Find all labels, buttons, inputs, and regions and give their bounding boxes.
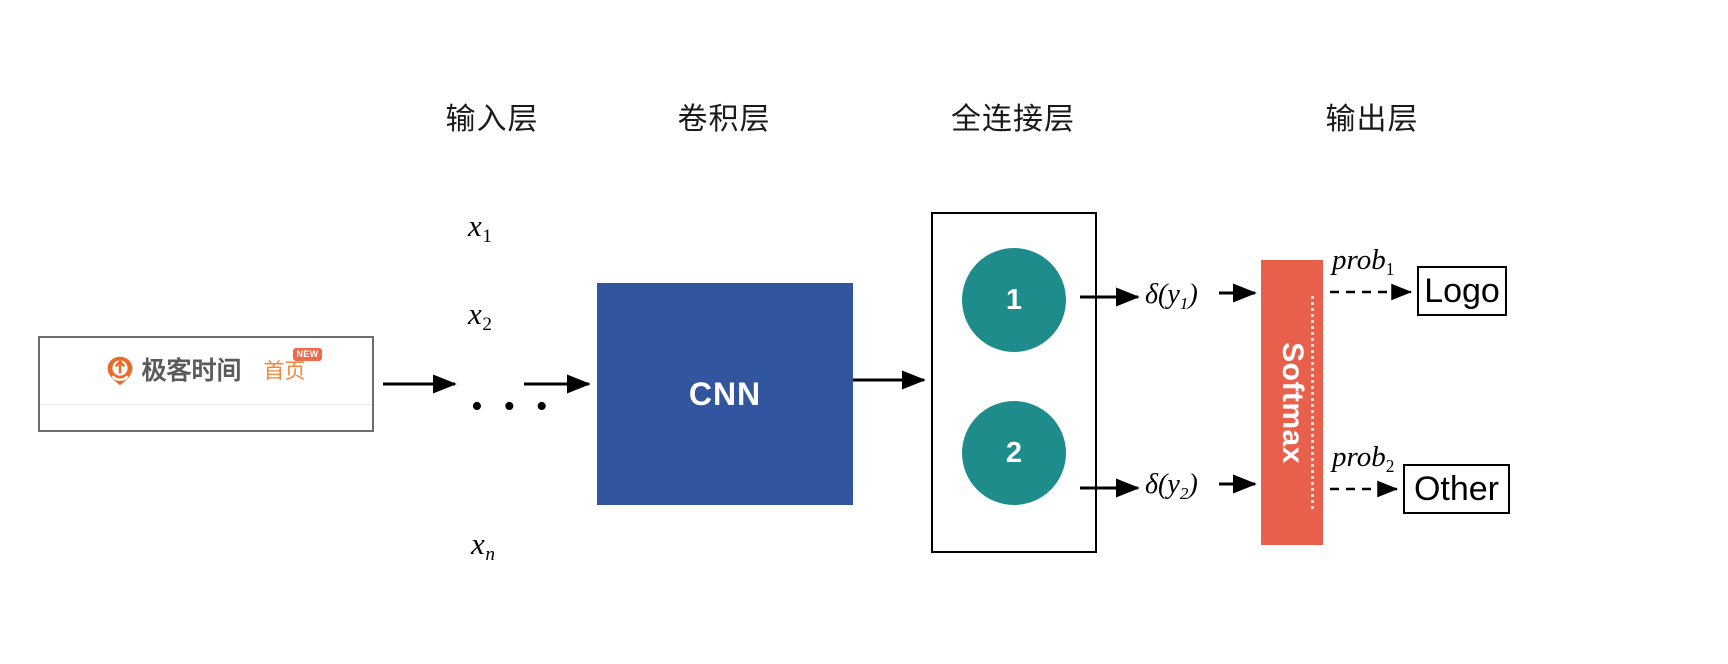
fully-connected-layer-box: 1 2	[931, 212, 1097, 553]
probability-1-base: prob	[1332, 244, 1386, 276]
cnn-block: CNN	[597, 283, 853, 505]
activation-1-var: y	[1167, 279, 1180, 310]
feature-label-x2-sub: 2	[482, 313, 492, 335]
feature-label-x2: x2	[468, 296, 492, 334]
probability-2-sub: 2	[1385, 455, 1395, 476]
fc-node-2: 2	[962, 401, 1066, 505]
new-badge: NEW	[292, 347, 323, 361]
feature-label-x2-base: x	[468, 296, 482, 331]
output-box-other-label: Other	[1413, 469, 1500, 508]
feature-label-xn-sub: n	[485, 543, 495, 565]
activation-label-delta-y2: δ(y2)	[1145, 469, 1198, 503]
activation-2-sub: 2	[1179, 483, 1189, 503]
geektime-nav-home-label: 首页	[263, 359, 306, 383]
output-box-logo: Logo	[1417, 266, 1507, 316]
column-title-fc-layer: 全连接层	[951, 103, 1075, 136]
geektime-logo-icon	[106, 356, 134, 386]
feature-ellipsis: • • •	[471, 388, 554, 425]
column-title-output-layer: 输出层	[1325, 103, 1419, 136]
softmax-label: Softmax	[1276, 341, 1309, 464]
geektime-brand-text: 极客时间	[141, 356, 242, 385]
output-box-other: Other	[1403, 464, 1510, 514]
fc-node-2-label: 2	[1005, 436, 1023, 469]
fc-node-1-label: 1	[1005, 283, 1023, 316]
activation-2-var: y	[1167, 469, 1180, 500]
input-image-frame: 极客时间 首页 NEW	[38, 336, 374, 432]
probability-label-2: prob2	[1332, 441, 1394, 475]
feature-label-x1: x1	[468, 208, 492, 246]
softmax-dotted-divider	[1311, 296, 1314, 509]
activation-1-fn: δ	[1145, 279, 1159, 310]
cnn-block-label: CNN	[688, 375, 762, 412]
activation-1-sub: 1	[1179, 293, 1189, 313]
geektime-nav-home[interactable]: 首页 NEW	[263, 347, 323, 383]
probability-2-base: prob	[1332, 441, 1386, 473]
probability-1-sub: 1	[1385, 258, 1395, 279]
feature-label-xn: xn	[471, 526, 495, 564]
geektime-header-bar: 极客时间 首页 NEW	[40, 338, 372, 405]
feature-label-x1-sub: 1	[482, 225, 492, 247]
feature-label-x1-base: x	[468, 208, 482, 243]
column-title-input-layer: 输入层	[445, 103, 539, 136]
feature-label-xn-base: x	[471, 526, 485, 561]
activation-2-fn: δ	[1145, 469, 1159, 500]
fc-node-1: 1	[962, 248, 1066, 352]
activation-label-delta-y1: δ(y1)	[1145, 279, 1198, 313]
softmax-bar: Softmax	[1261, 260, 1323, 545]
output-box-logo-label: Logo	[1424, 271, 1500, 310]
geektime-brand-group: 极客时间	[106, 356, 242, 386]
probability-label-1: prob1	[1332, 244, 1394, 278]
column-title-conv-layer: 卷积层	[677, 103, 771, 136]
